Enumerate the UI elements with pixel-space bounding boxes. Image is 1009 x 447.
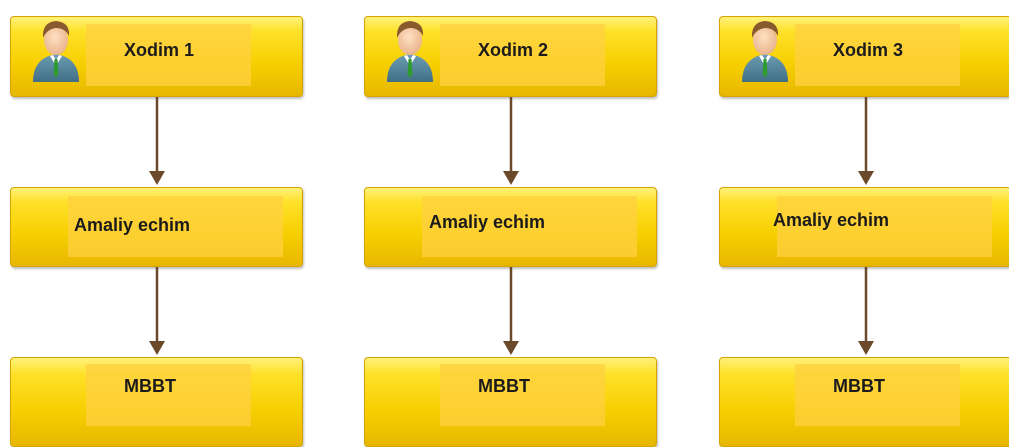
database-label: MBBT	[124, 376, 176, 396]
database-box: MBBT	[364, 357, 657, 447]
person-icon	[742, 21, 788, 82]
column-2: Xodim 2 Amaliy echim MBBT	[364, 0, 664, 447]
box-highlight	[777, 196, 992, 257]
arrow-connector	[147, 97, 167, 187]
arrow-connector	[501, 267, 521, 357]
box-highlight	[422, 196, 637, 257]
employee-box: Xodim 2	[364, 16, 657, 97]
employee-box: Xodim 3	[719, 16, 1009, 97]
column-1: Xodim 1 Amaliy echim MBBT	[10, 0, 310, 447]
solution-box: Amaliy echim	[719, 187, 1009, 267]
box-highlight	[86, 364, 251, 426]
arrow-connector	[501, 97, 521, 187]
arrow-connector	[856, 97, 876, 187]
employee-box: Xodim 1	[10, 16, 303, 97]
box-highlight	[795, 24, 960, 86]
solution-label: Amaliy echim	[74, 215, 191, 235]
database-label: MBBT	[478, 376, 530, 396]
solution-label: Amaliy echim	[429, 212, 546, 232]
box-highlight	[795, 364, 960, 426]
database-label: MBBT	[833, 376, 885, 396]
box-highlight	[440, 364, 605, 426]
solution-box: Amaliy echim	[364, 187, 657, 267]
box-highlight	[440, 24, 605, 86]
arrow-connector	[147, 267, 167, 357]
employee-label: Xodim 1	[124, 40, 195, 60]
database-box: MBBT	[719, 357, 1009, 447]
employee-label: Xodim 2	[478, 40, 549, 60]
database-box: MBBT	[10, 357, 303, 447]
box-highlight	[68, 196, 283, 257]
arrow-connector	[856, 267, 876, 357]
box-highlight	[86, 24, 251, 86]
person-icon	[33, 21, 79, 82]
employee-label: Xodim 3	[833, 40, 904, 60]
person-icon	[387, 21, 433, 82]
solution-label: Amaliy echim	[773, 210, 890, 230]
column-3: Xodim 3 Amaliy echim MBBT	[719, 0, 1009, 447]
solution-box: Amaliy echim	[10, 187, 303, 267]
